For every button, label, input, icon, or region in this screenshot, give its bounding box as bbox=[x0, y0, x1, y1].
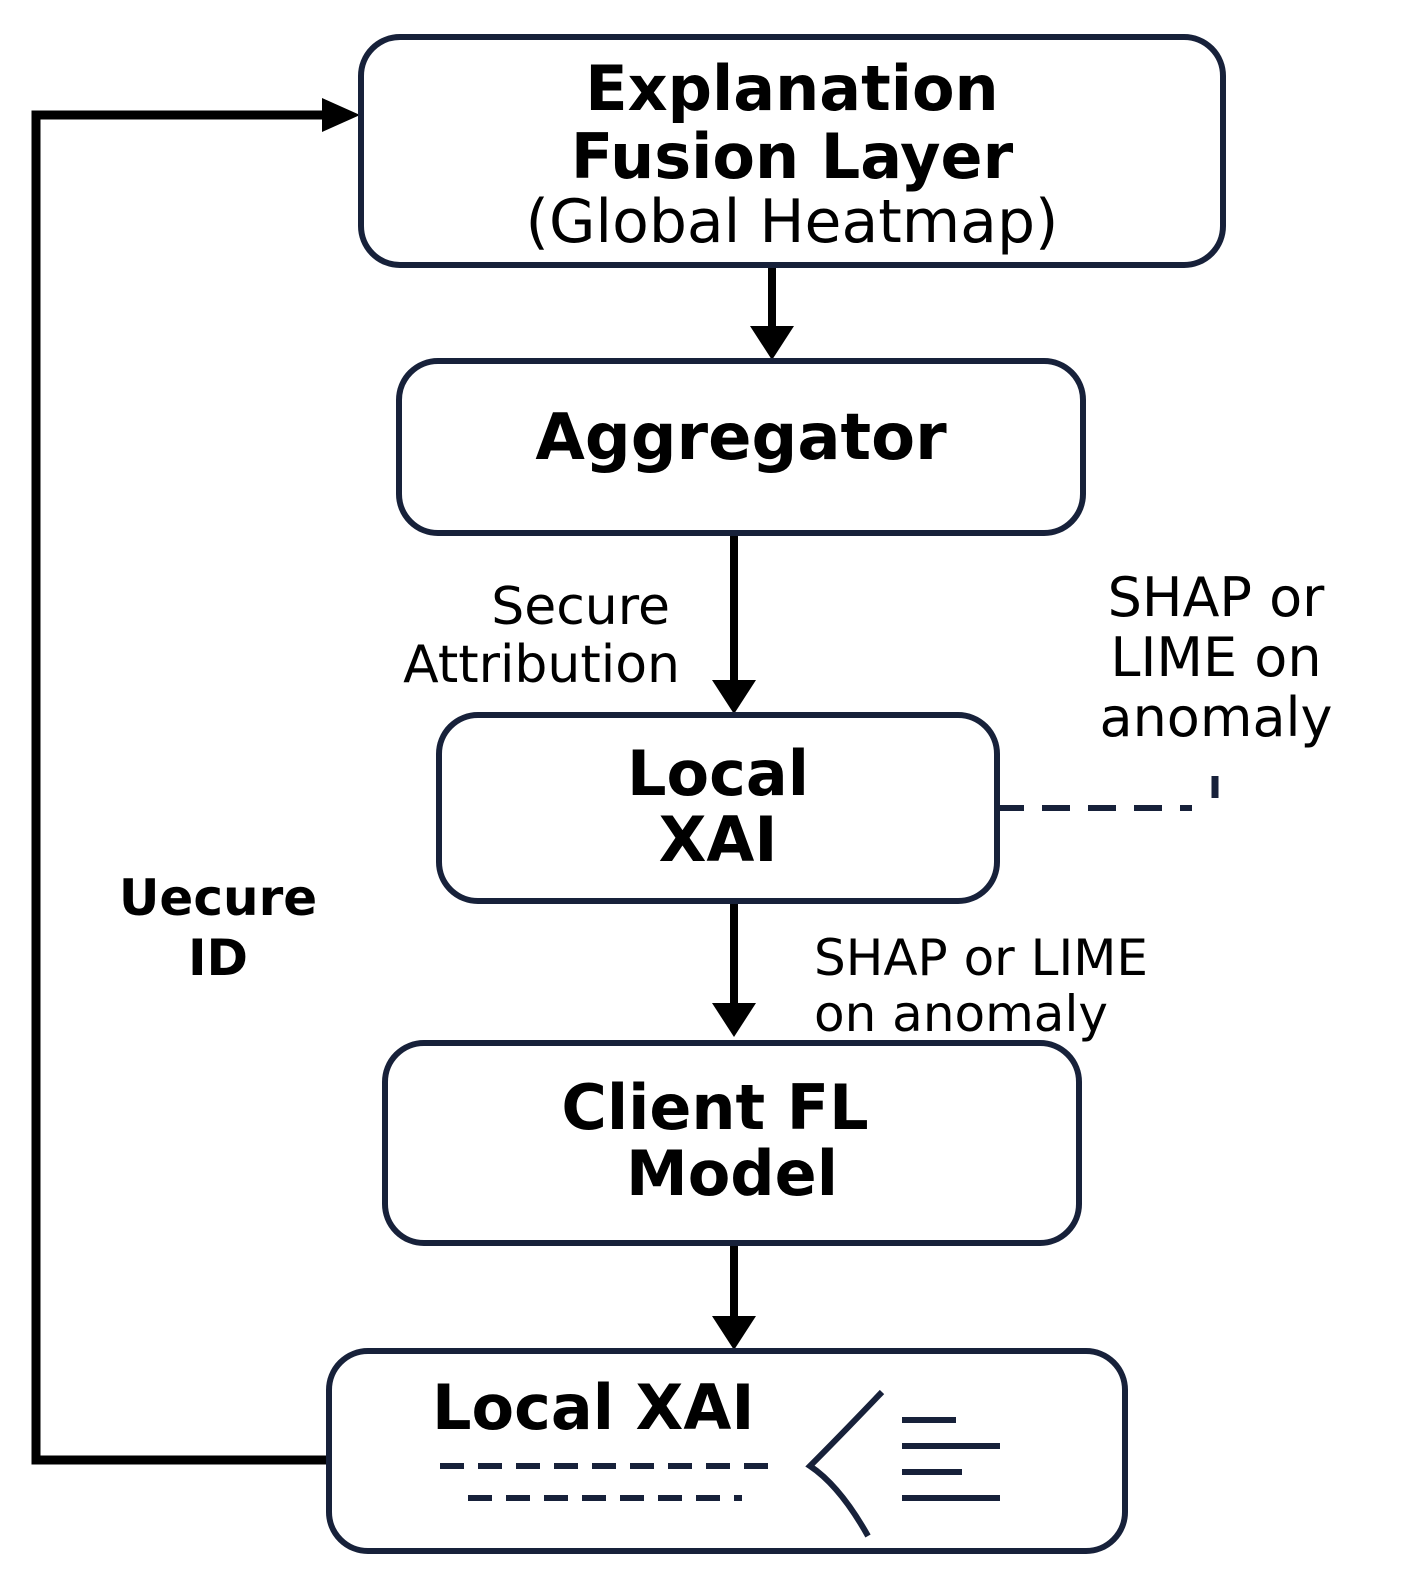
shap-note-middle-line2: on anomaly bbox=[814, 985, 1108, 1043]
explanation-output-icon bbox=[440, 1389, 1000, 1538]
local-xai-line1: Local bbox=[627, 737, 809, 810]
bracket-curve bbox=[805, 1389, 885, 1538]
client-model-line1: Client FL bbox=[561, 1071, 869, 1144]
shap-note-right-line1: SHAP or bbox=[1107, 566, 1325, 629]
shap-note-right-line2: LIME on bbox=[1110, 626, 1322, 689]
aggregator-box: Aggregator bbox=[396, 358, 1086, 536]
explanation-fusion-layer-box: Explanation Fusion Layer (Global Heatmap… bbox=[358, 34, 1226, 268]
arrow-client-model-to-local-xai-bottom bbox=[712, 1243, 756, 1350]
client-model-line2: Model bbox=[626, 1137, 838, 1210]
loop-label-line1: Uecure bbox=[118, 869, 318, 927]
secure-attribution-line1: Secure bbox=[491, 577, 670, 637]
feedback-loop-arrow bbox=[31, 98, 360, 1465]
arrow-fusion-to-aggregator bbox=[750, 266, 794, 360]
local-xai-box: Local XAI bbox=[436, 712, 1000, 904]
fusion-subtitle: (Global Heatmap) bbox=[525, 187, 1059, 257]
shap-note-right: SHAP or LIME on anomaly bbox=[1046, 568, 1386, 748]
aggregator-label: Aggregator bbox=[535, 401, 947, 475]
client-fl-model-box: Client FL Model bbox=[382, 1040, 1082, 1246]
shap-note-middle: SHAP or LIME on anomaly bbox=[814, 930, 1294, 1042]
loop-label: Uecure ID bbox=[88, 868, 348, 988]
loop-label-line2: ID bbox=[187, 929, 249, 987]
fusion-title-line2: Fusion Layer bbox=[570, 120, 1014, 193]
local-xai-line2: XAI bbox=[658, 803, 778, 876]
local-xai-bottom-label: Local XAI bbox=[432, 1371, 755, 1444]
shap-note-middle-line1: SHAP or LIME bbox=[814, 929, 1148, 987]
fusion-title-line1: Explanation bbox=[585, 52, 999, 125]
secure-attribution-label: Secure Attribution bbox=[280, 578, 680, 694]
arrow-aggregator-to-local-xai bbox=[712, 534, 756, 714]
arrow-local-xai-to-client-model bbox=[712, 902, 756, 1037]
local-xai-bottom-box: Local XAI bbox=[326, 1348, 1128, 1554]
dashed-connector-shap bbox=[996, 776, 1219, 811]
shap-note-right-line3: anomaly bbox=[1099, 686, 1333, 749]
secure-attribution-line2: Attribution bbox=[403, 635, 680, 695]
